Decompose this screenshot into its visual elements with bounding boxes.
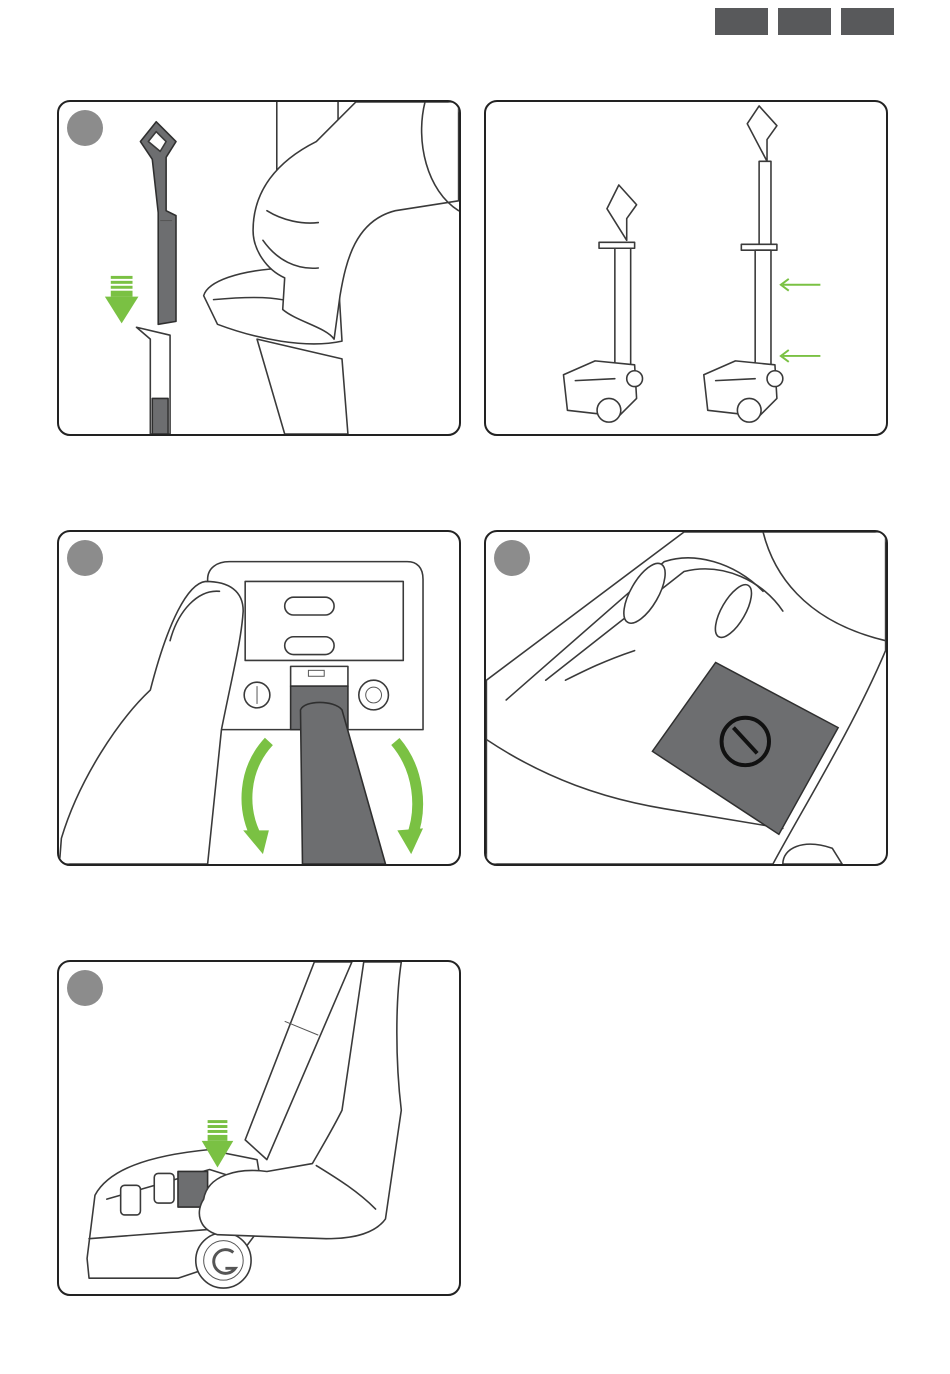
- foot-icon: [59, 581, 243, 864]
- header-tab-2[interactable]: [778, 8, 831, 35]
- pedal-press-illustration: [59, 962, 459, 1294]
- handle-attach-illustration: [59, 102, 459, 434]
- vacuum-short-icon: [563, 185, 642, 422]
- step-badge-1: [67, 110, 103, 146]
- step-badge-4: [494, 540, 530, 576]
- battery-twist-illustration: [59, 532, 459, 864]
- vacuum-tall-icon: [704, 106, 783, 422]
- no-symbol-illustration: [486, 532, 886, 864]
- step-badge-3: [67, 540, 103, 576]
- panel-step-handle-heights: [484, 100, 888, 436]
- panel-step-attach-handle: [57, 100, 461, 436]
- header-tab-3[interactable]: [841, 8, 894, 35]
- step-badge-5: [67, 970, 103, 1006]
- panel-step-battery-twist: [57, 530, 461, 866]
- handle-icon: [140, 122, 176, 325]
- vacuum-heights-illustration: [486, 102, 886, 434]
- header-tab-1[interactable]: [715, 8, 768, 35]
- arrow-left-icon: [781, 279, 821, 362]
- panel-step-no-symbol: [484, 530, 888, 866]
- down-arrow-icon: [105, 276, 139, 323]
- hand-icon: [253, 102, 459, 339]
- panel-step-press-pedal: [57, 960, 461, 1296]
